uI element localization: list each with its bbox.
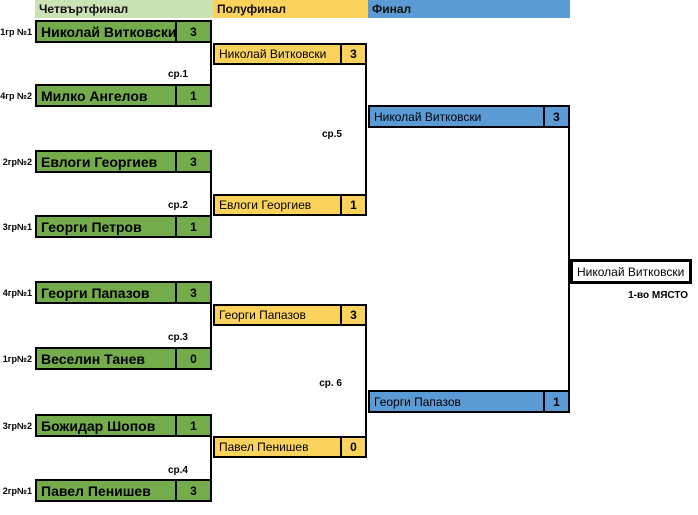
bracket-connector	[365, 324, 367, 438]
player-score-cell[interactable]: 0	[175, 349, 210, 368]
bracket-connector	[210, 435, 212, 481]
bracket-connector	[210, 41, 212, 86]
player-name-cell[interactable]: Евлоги Георгиев	[219, 198, 312, 212]
qf-player-box[interactable]: Божидар Шопов 1	[35, 414, 212, 437]
player-name-cell[interactable]: Георги Папазов	[374, 394, 461, 409]
seed-label: 4гр№1	[2, 288, 32, 298]
qf-player-box[interactable]: Георги Папазов 3	[35, 281, 212, 304]
player-name-cell[interactable]: Георги Папазов	[41, 284, 150, 301]
player-score-cell[interactable]: 3	[175, 481, 210, 500]
seed-label: 2гр№1	[2, 486, 32, 496]
player-name-cell[interactable]: Николай Витковски	[219, 47, 327, 61]
seed-label: 1гр№2	[2, 354, 32, 364]
bracket-connector	[365, 63, 367, 196]
qf-player-box[interactable]: Георги Петров 1	[35, 215, 212, 238]
player-name-cell[interactable]: Павел Пенишев	[219, 440, 309, 454]
player-score-cell[interactable]: 1	[340, 196, 365, 214]
column-header-semifinal: Полуфинал	[213, 0, 368, 18]
final-player-box[interactable]: Николай Витковски 3	[368, 105, 570, 128]
match-label-3: ср.3	[167, 332, 188, 343]
player-score-cell[interactable]: 3	[175, 22, 210, 41]
player-score-cell[interactable]: 1	[175, 86, 210, 105]
player-name-cell[interactable]: Павел Пенишев	[41, 482, 151, 499]
player-name-cell[interactable]: Евлоги Георгиев	[41, 153, 158, 170]
player-score-cell[interactable]: 3	[543, 107, 568, 126]
sf-player-box[interactable]: Георги Папазов 3	[213, 304, 367, 326]
sf-player-box[interactable]: Павел Пенишев 0	[213, 436, 367, 458]
column-header-quarterfinal: Четвъртфинал	[35, 0, 213, 18]
player-score-cell[interactable]: 3	[340, 45, 365, 63]
player-name-cell[interactable]: Николай Витковски	[41, 23, 175, 40]
player-score-cell[interactable]: 3	[340, 306, 365, 324]
seed-label: 3гр№2	[2, 421, 32, 431]
seed-label: 4гр №2	[0, 91, 32, 101]
player-name-cell[interactable]: Милко Ангелов	[41, 87, 148, 104]
column-header-final: Финал	[368, 0, 570, 18]
qf-player-box[interactable]: Милко Ангелов 1	[35, 84, 212, 107]
player-score-cell[interactable]: 1	[543, 392, 568, 411]
qf-player-box[interactable]: Павел Пенишев 3	[35, 479, 212, 502]
player-name-cell[interactable]: Георги Петров	[41, 218, 142, 235]
match-label-6: ср. 6	[319, 378, 342, 389]
sf-player-box[interactable]: Николай Витковски 3	[213, 43, 367, 65]
seed-label: 2гр№2	[2, 157, 32, 167]
final-player-box[interactable]: Георги Папазов 1	[368, 390, 570, 413]
winner-place-label: 1-во МЯСТО	[628, 290, 688, 301]
seed-label: 3гр№1	[2, 222, 32, 232]
match-label-4: ср.4	[167, 465, 188, 476]
bracket-connector	[210, 171, 212, 217]
player-name-cell[interactable]: Николай Витковски	[374, 109, 482, 124]
winner-box[interactable]: Николай Витковски	[570, 259, 692, 284]
player-score-cell[interactable]: 1	[175, 416, 210, 435]
qf-player-box[interactable]: Веселин Танев 0	[35, 347, 212, 370]
match-label-1: ср.1	[167, 69, 188, 80]
player-name-cell[interactable]: Георги Папазов	[219, 308, 306, 322]
player-score-cell[interactable]: 1	[175, 217, 210, 236]
match-label-5: ср.5	[321, 129, 342, 140]
qf-player-box[interactable]: Евлоги Георгиев 3	[35, 150, 212, 173]
player-name-cell[interactable]: Веселин Танев	[41, 350, 145, 367]
player-score-cell[interactable]: 3	[175, 152, 210, 171]
qf-player-box[interactable]: Николай Витковски 3	[35, 20, 212, 43]
seed-label: 1гр №1	[0, 27, 32, 37]
bracket-connector	[568, 126, 570, 392]
player-score-cell[interactable]: 0	[340, 438, 365, 456]
sf-player-box[interactable]: Евлоги Георгиев 1	[213, 194, 367, 216]
match-label-2: ср.2	[167, 200, 188, 211]
bracket-connector	[210, 302, 212, 349]
player-name-cell[interactable]: Божидар Шопов	[41, 417, 156, 434]
player-score-cell[interactable]: 3	[175, 283, 210, 302]
